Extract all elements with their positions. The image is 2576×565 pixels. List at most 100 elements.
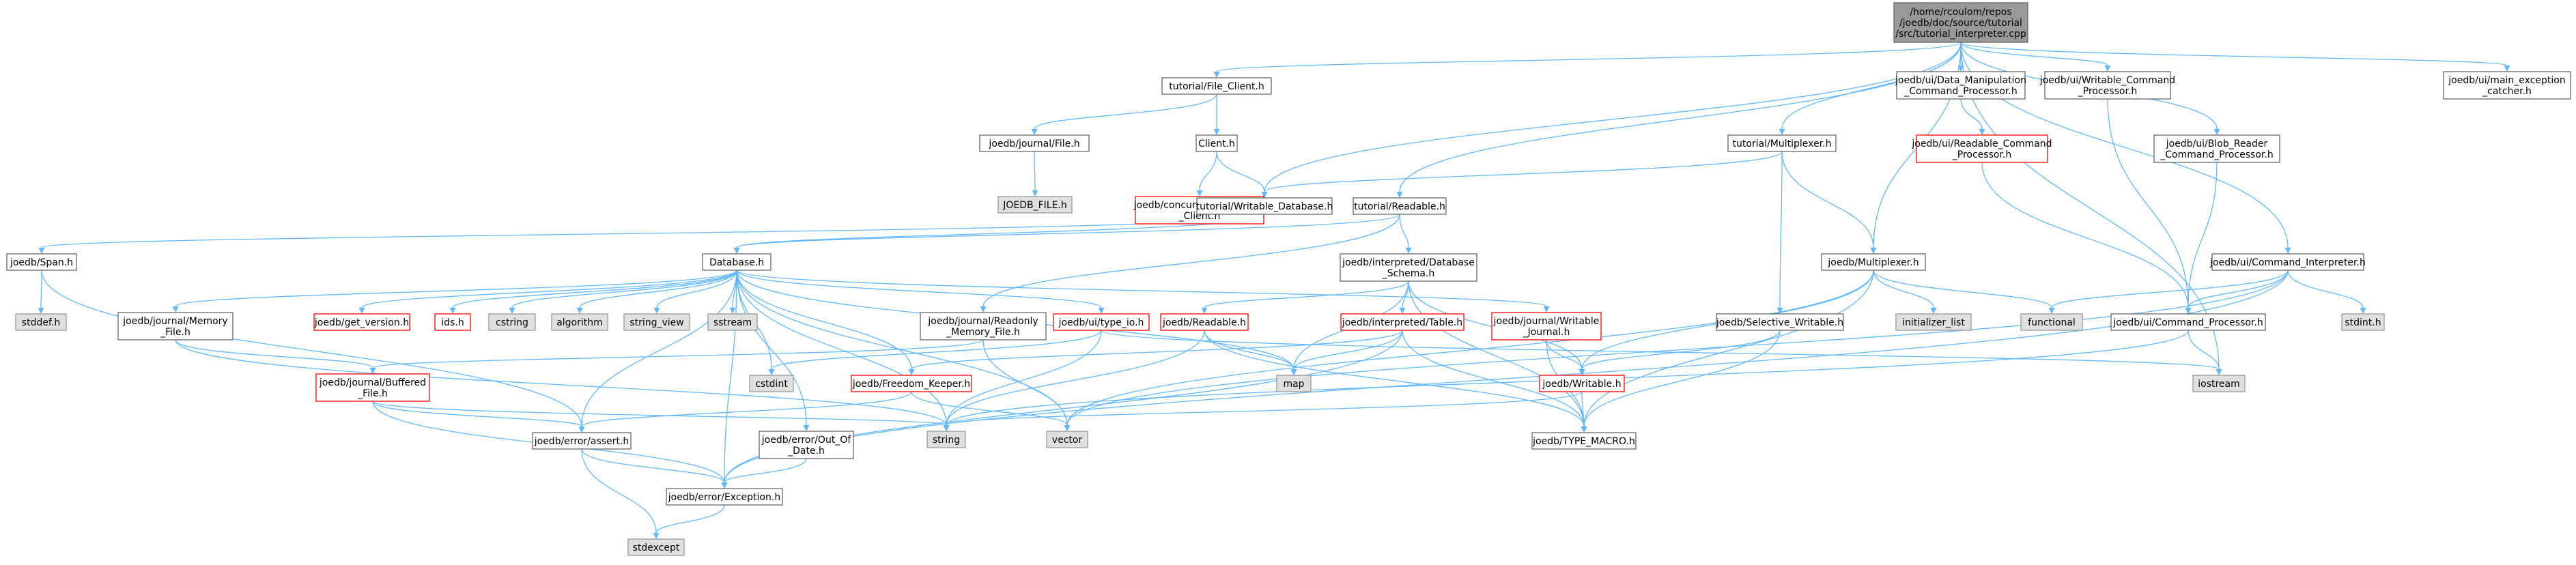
- dependency-arrowhead: [1032, 190, 1038, 197]
- node-label: Client.h: [1198, 139, 1235, 149]
- node-cmd-interp[interactable]: joedb/ui/Command_Interpreter.h: [2209, 253, 2366, 271]
- dependency-edge: [1873, 270, 1934, 308]
- dependency-arrowhead: [1779, 129, 1785, 135]
- node-joedb-mux[interactable]: joedb/Multiplexer.h: [1821, 253, 1926, 271]
- dependency-arrowhead: [1213, 72, 1220, 78]
- dependency-edge: [1981, 162, 2189, 308]
- dependency-edge: [724, 270, 737, 483]
- dependency-edge: [1779, 151, 1783, 308]
- node-readonly-mem[interactable]: joedb/journal/Readonly_Memory_File.h: [920, 312, 1047, 341]
- node-label-line: stdexcept: [633, 542, 680, 553]
- node-box: [1491, 312, 1602, 341]
- node-label: cstring: [496, 317, 528, 328]
- node-label-line: map: [1283, 379, 1304, 390]
- node-memory-file[interactable]: joedb/journal/Memory_File.h: [117, 312, 233, 341]
- node-joedb-readable[interactable]: joedb/Readable.h: [1160, 313, 1249, 331]
- dependency-arrowhead: [980, 306, 987, 313]
- node-label-line: _Date.h: [787, 446, 825, 457]
- node-box: [1539, 375, 1625, 392]
- node-box: [1727, 134, 1837, 152]
- node-box: [1916, 134, 2048, 163]
- node-type-io[interactable]: joedb/ui/type_io.h: [1053, 313, 1150, 331]
- node-exception[interactable]: joedb/error/Exception.h: [666, 488, 783, 506]
- node-label: joedb/journal/Memory_File.h: [122, 316, 227, 338]
- dependency-arrowhead: [2213, 129, 2220, 135]
- node-readable-cmd[interactable]: joedb/ui/Readable_Command_Processor.h: [1911, 134, 2052, 163]
- node-type-macro[interactable]: joedb/TYPE_MACRO.h: [1531, 432, 1637, 450]
- node-root[interactable]: /home/rcoulom/repos/joedb/doc/source/tut…: [1893, 2, 2028, 43]
- node-label: string: [933, 435, 960, 446]
- node-command-processor[interactable]: joedb/ui/Command_Processor.h: [2110, 313, 2266, 331]
- node-out-of-date[interactable]: joedb/error/Out_Of_Date.h: [759, 431, 854, 459]
- dependency-arrowhead: [38, 248, 45, 254]
- dependency-edge: [1408, 280, 1585, 427]
- node-get-version[interactable]: joedb/get_version.h: [313, 313, 410, 331]
- node-label: stdexcept: [633, 542, 680, 553]
- node-label-line: cstdint: [755, 379, 788, 390]
- node-cstring: cstring: [488, 313, 536, 331]
- dependency-arrowhead: [2216, 369, 2222, 375]
- node-box: [1821, 253, 1926, 271]
- node-box: [1160, 313, 1249, 331]
- node-box: [1340, 253, 1477, 282]
- node-writable-db[interactable]: tutorial/Writable_Database.h: [1196, 197, 1333, 215]
- dependency-arrowhead: [358, 308, 365, 314]
- node-joedb-writable[interactable]: joedb/Writable.h: [1539, 375, 1625, 392]
- node-selective-writable[interactable]: joedb/Selective_Writable.h: [1716, 313, 1844, 331]
- dependency-arrowhead: [1213, 129, 1220, 135]
- node-box: [759, 431, 854, 459]
- node-writable-cmd[interactable]: joedb/ui/Writable_Command_Processor.h: [2039, 71, 2175, 100]
- node-span[interactable]: joedb/Span.h: [6, 253, 77, 271]
- node-label: string_view: [629, 317, 683, 328]
- node-label-line: sstream: [713, 317, 752, 328]
- node-label-line: _File.h: [160, 327, 190, 338]
- dependency-edge: [1960, 42, 2220, 370]
- node-label: joedb/Selective_Writable.h: [1716, 317, 1843, 328]
- node-label-line: joedb/Writable.h: [1542, 379, 1621, 390]
- node-label-line: stdint.h: [2345, 317, 2381, 328]
- node-label: joedb/ui/type_io.h: [1058, 317, 1144, 328]
- dependency-edge: [372, 401, 582, 427]
- node-ids[interactable]: ids.h: [434, 313, 471, 331]
- node-box: [2211, 253, 2364, 271]
- node-file-client[interactable]: tutorial/File_Client.h: [1161, 77, 1272, 95]
- node-data-manip[interactable]: joedb/ui/Data_Manipulation_Command_Proce…: [1895, 71, 2026, 100]
- node-box: [749, 375, 794, 392]
- node-stdexcept: stdexcept: [627, 538, 685, 556]
- node-label: joedb/journal/Writable_Journal.h: [1493, 316, 1600, 338]
- node-client[interactable]: Client.h: [1195, 134, 1238, 152]
- node-label: joedb/error/Exception.h: [668, 492, 780, 503]
- node-label-line: ids.h: [441, 317, 464, 328]
- node-label-line: _Processor.h: [2078, 86, 2137, 97]
- node-buffered-file[interactable]: joedb/journal/Buffered_File.h: [315, 373, 430, 402]
- node-main-exc[interactable]: joedb/ui/main_exception_catcher.h: [2443, 71, 2571, 100]
- node-tut-mux[interactable]: tutorial/Multiplexer.h: [1727, 134, 1837, 152]
- node-assert[interactable]: joedb/error/assert.h: [532, 432, 632, 450]
- node-label: tutorial/Writable_Database.h: [1196, 201, 1333, 212]
- dependency-arrowhead: [1870, 248, 1877, 254]
- dependency-arrowhead: [1098, 308, 1105, 314]
- node-writable-journal[interactable]: joedb/journal/Writable_Journal.h: [1491, 312, 1602, 341]
- node-label-line: joedb/error/Exception.h: [668, 492, 780, 503]
- node-cstdint: cstdint: [749, 375, 794, 392]
- dependency-edge: [2188, 270, 2289, 308]
- dependency-arrowhead: [943, 425, 950, 431]
- node-label-line: joedb/interpreted/Table.h: [1342, 317, 1462, 328]
- node-box: [1353, 197, 1447, 215]
- node-stdint: stdint.h: [2341, 313, 2385, 331]
- node-iostream: iostream: [2192, 375, 2246, 392]
- node-label: tutorial/Readable.h: [1354, 201, 1445, 212]
- node-box: [623, 313, 690, 331]
- node-journal-file[interactable]: joedb/journal/File.h: [979, 134, 1090, 152]
- node-interp-table[interactable]: joedb/interpreted/Table.h: [1340, 313, 1464, 331]
- node-database[interactable]: Database.h: [702, 253, 772, 271]
- dependency-arrowhead: [449, 308, 456, 314]
- node-label-line: iostream: [2198, 379, 2240, 390]
- dependency-arrowhead: [2504, 66, 2510, 72]
- node-tut-readable[interactable]: tutorial/Readable.h: [1353, 197, 1447, 215]
- node-box: [1161, 77, 1272, 95]
- node-freedom-keeper[interactable]: joedb/Freedom_Keeper.h: [851, 375, 972, 392]
- node-db-schema[interactable]: joedb/interpreted/Database_Schema.h: [1340, 253, 1477, 282]
- node-string: string: [926, 431, 966, 448]
- node-blob-reader[interactable]: joedb/ui/Blob_Reader_Command_Processor.h: [2153, 134, 2280, 163]
